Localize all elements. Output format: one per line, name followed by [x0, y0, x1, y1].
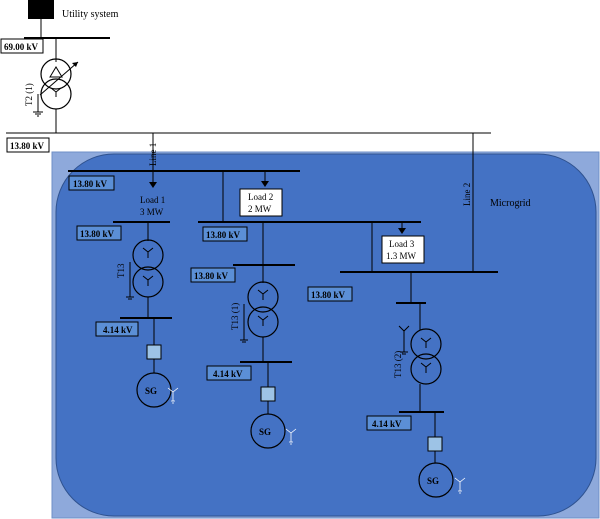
transformer-t2: [33, 38, 79, 133]
load-2: Load 2 2 MW: [239, 171, 283, 217]
svg-text:69.00 kV: 69.00 kV: [4, 42, 39, 52]
hv-voltage-tag: 69.00 kV: [0, 38, 44, 54]
svg-text:2 MW: 2 MW: [248, 204, 272, 214]
svg-text:13.80 kV: 13.80 kV: [311, 290, 346, 300]
svg-text:4.14 kV: 4.14 kV: [372, 419, 402, 429]
line-2-label: Line 2: [462, 183, 472, 206]
svg-text:13.80 kV: 13.80 kV: [80, 229, 115, 239]
generator-3: SG: [418, 462, 466, 498]
svg-text:Load 3: Load 3: [389, 239, 415, 249]
svg-text:SG: SG: [259, 427, 271, 437]
t13-2-label: T13 (2): [393, 351, 403, 378]
transformer-t13: [126, 222, 164, 318]
svg-text:13.80 kV: 13.80 kV: [73, 179, 108, 189]
microgrid-label: Microgrid: [490, 198, 531, 209]
breaker-2: [260, 386, 276, 402]
svg-text:4.14 kV: 4.14 kV: [103, 325, 133, 335]
svg-text:Load 2: Load 2: [248, 192, 273, 202]
bus-b-voltage-tag: 13.80 kV: [202, 226, 248, 242]
svg-text:1.3 MW: 1.3 MW: [386, 251, 417, 261]
t2-label: T2 (1): [24, 83, 34, 106]
svg-text:SG: SG: [145, 386, 157, 396]
utility-label: Utility system: [62, 9, 119, 20]
svg-text:13.80 kV: 13.80 kV: [10, 141, 45, 151]
breaker-1: [146, 344, 162, 360]
generator-2: SG: [250, 413, 297, 449]
mv-main-voltage-tag: 13.80 kV: [6, 137, 50, 153]
lv-3-voltage-tag: 4.14 kV: [366, 415, 412, 431]
t13-label: T13: [116, 263, 126, 278]
utility-source: [28, 0, 54, 19]
lv-2-voltage-tag: 4.14 kV: [206, 365, 252, 381]
generator-1: SG: [136, 372, 179, 408]
load-1: Load 1 3 MW: [140, 171, 165, 217]
load-3: Load 3 1.3 MW: [371, 222, 425, 272]
transformer-t13-2: [398, 303, 442, 412]
svg-text:Load 1: Load 1: [140, 195, 165, 205]
bus-t13-1-voltage-tag: 13.80 kV: [190, 267, 236, 283]
bus-a-voltage-tag: 13.80 kV: [68, 175, 115, 191]
line-1-label: Line 1: [148, 143, 158, 166]
svg-text:13.80 kV: 13.80 kV: [206, 230, 241, 240]
microgrid-area: [55, 153, 597, 517]
svg-text:13.80 kV: 13.80 kV: [194, 271, 229, 281]
svg-text:4.14 kV: 4.14 kV: [213, 369, 243, 379]
bus-t13-voltage-tag: 13.80 kV: [76, 225, 122, 241]
svg-text:SG: SG: [427, 476, 439, 486]
breaker-3: [427, 436, 443, 452]
transformer-t13-1: [240, 265, 279, 362]
bus-c-voltage-tag: 13.80 kV: [307, 286, 353, 302]
t13-1-label: T13 (1): [230, 303, 240, 330]
lv-1-voltage-tag: 4.14 kV: [95, 321, 139, 337]
svg-text:3 MW: 3 MW: [140, 207, 164, 217]
